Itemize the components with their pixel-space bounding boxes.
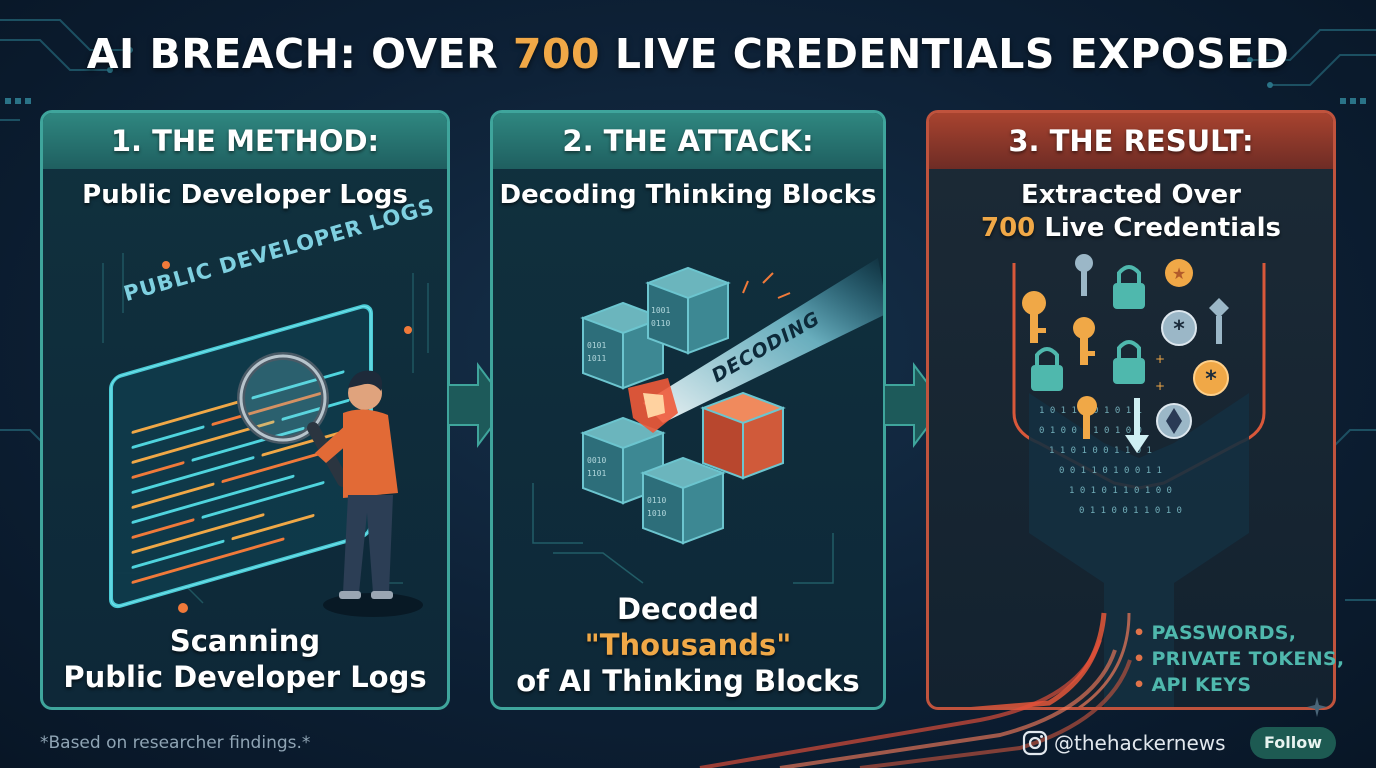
key-icon <box>1022 291 1046 343</box>
svg-text:1 1 0 1 0 0 1 1 0 1: 1 1 0 1 0 0 1 1 0 1 <box>1049 446 1152 456</box>
svg-text:1001: 1001 <box>651 306 670 315</box>
credential-list: •PASSWORDS, •PRIVATE TOKENS, •API KEYS <box>1133 620 1344 698</box>
key-icon <box>1209 298 1229 344</box>
svg-text:0 0 1 1 0 1 0 0 1 1: 0 0 1 1 0 1 0 0 1 1 <box>1059 466 1162 476</box>
coin-icon <box>1165 259 1193 287</box>
svg-text:1101: 1101 <box>587 469 606 478</box>
svg-text:1 0 1 0 1 1 0 1 0 0: 1 0 1 0 1 1 0 1 0 0 <box>1069 486 1172 496</box>
page-title: AI BREACH: OVER 700 LIVE CREDENTIALS EXP… <box>86 30 1290 78</box>
list-item: •PASSWORDS, <box>1133 622 1297 644</box>
svg-text:0110: 0110 <box>651 319 670 328</box>
down-arrow-icon <box>1125 398 1149 453</box>
svg-text:0 1 0 0 1 1 0 1 0 0: 0 1 0 0 1 1 0 1 0 0 <box>1039 426 1142 436</box>
social-handle[interactable]: @thehackernews <box>1022 728 1226 758</box>
svg-text:+: + <box>1155 352 1165 366</box>
key-icon <box>1073 317 1095 365</box>
panel-result-heading: 3. THE RESULT: <box>929 113 1333 169</box>
handle-text: @thehackernews <box>1054 731 1226 755</box>
follow-button[interactable]: Follow <box>1250 727 1336 759</box>
panel-method-heading: 1. THE METHOD: <box>43 113 447 169</box>
lock-icon <box>1113 340 1145 384</box>
key-icon <box>1075 254 1093 296</box>
svg-text:1010: 1010 <box>647 509 666 518</box>
svg-text:*: * <box>1205 367 1217 392</box>
decoding-beam <box>643 258 883 423</box>
magnifying-glass-icon <box>237 352 349 487</box>
coin-icon <box>1161 310 1197 346</box>
credentials-funnel-illustration: 1 0 1 1 0 0 1 0 1 1 0 1 0 0 1 1 0 1 0 0 … <box>970 254 1266 707</box>
svg-text:0010: 0010 <box>587 456 606 465</box>
coin-icon <box>1193 360 1229 396</box>
data-cube <box>580 301 666 390</box>
panel-attack-heading: 2. THE ATTACK: <box>493 113 883 169</box>
data-cube-cracked <box>700 391 786 480</box>
sparkle-icon <box>1307 697 1327 717</box>
data-cube <box>645 266 731 355</box>
panel-attack-subtitle: Decoding Thinking Blocks <box>499 180 877 210</box>
lock-icon <box>1113 265 1145 309</box>
data-cube <box>640 456 726 545</box>
decoding-blocks-illustration: 0101 1011 1001 0110 0010 1101 0110 1010 <box>532 258 883 584</box>
panel-result: 3. THE RESULT: Extracted Over 700 Live C… <box>926 110 1336 710</box>
panel-result-subtitle: Extracted Over 700 Live Credentials <box>980 180 1281 243</box>
list-item: •PRIVATE TOKENS, <box>1133 648 1345 670</box>
key-icon <box>1077 396 1097 439</box>
panel-attack: 2. THE ATTACK: Decoding Thinking Blocks <box>490 110 886 710</box>
svg-text:1011: 1011 <box>587 354 606 363</box>
svg-text:0101: 0101 <box>587 341 606 350</box>
svg-text:*: * <box>1173 317 1185 342</box>
panel-attack-caption: Decoded "Thousands" of AI Thinking Block… <box>516 592 860 698</box>
svg-text:★: ★ <box>1172 264 1186 283</box>
list-item: •API KEYS <box>1133 674 1252 696</box>
log-scanning-illustration <box>102 253 429 617</box>
panel-method-caption: Scanning Public Developer Logs <box>63 624 427 694</box>
title-highlight: 700 <box>512 30 601 78</box>
footnote: *Based on researcher findings.* <box>40 733 311 753</box>
person-figure <box>315 370 423 617</box>
lock-icon <box>1031 347 1063 391</box>
instagram-icon <box>1022 730 1048 756</box>
svg-text:+: + <box>1155 379 1165 393</box>
svg-text:0 1 1 0 0 1 1 0 1 0: 0 1 1 0 0 1 1 0 1 0 <box>1079 506 1182 516</box>
svg-text:0110: 0110 <box>647 496 666 505</box>
panel-method: 1. THE METHOD: <box>40 110 450 710</box>
panel-method-subtitle: Public Developer Logs <box>82 180 408 210</box>
